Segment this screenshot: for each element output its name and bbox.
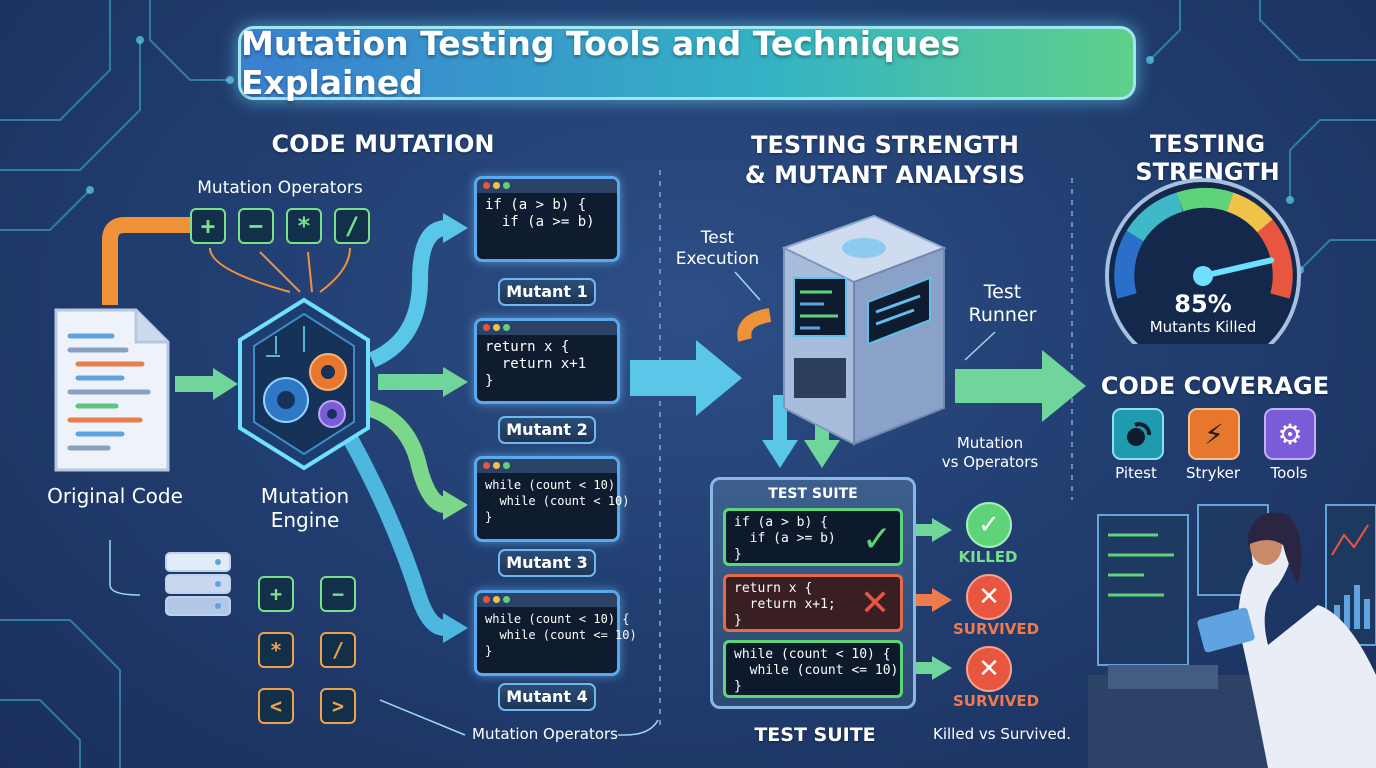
check-icon: ✓ — [861, 519, 892, 560]
grid-operator-minus: − — [320, 576, 356, 612]
strength-gauge — [1105, 178, 1301, 344]
mutation-vs-operators-label: Mutation vs Operators — [941, 434, 1039, 471]
heading-code-mutation: CODE MUTATION — [271, 130, 495, 158]
pitest-icon — [1112, 408, 1164, 460]
grid-operator-multiply: * — [258, 632, 294, 668]
test-case-3-code: while (count < 10) { while (count <= 10)… — [734, 647, 899, 694]
gauge-value: 85% — [1174, 290, 1232, 318]
tool-pitest-label: Pitest — [1115, 464, 1157, 482]
mutant-1-code: if (a > b) { if (a >= b) — [485, 197, 595, 230]
mutant-1-window: if (a > b) { if (a >= b) — [474, 176, 620, 262]
test-case-1-code: if (a > b) { if (a >= b) } — [734, 515, 836, 562]
cross-icon: ✕ — [859, 583, 890, 624]
test-runner-label: Test Runner — [968, 281, 1037, 326]
tool-tools-label: Tools — [1270, 464, 1308, 482]
gauge-needle — [1200, 257, 1275, 279]
operator-plus: + — [190, 208, 226, 244]
test-suite-panel: TEST SUITE if (a > b) { if (a >= b) } ✓ … — [710, 477, 916, 709]
operator-multiply: * — [286, 208, 322, 244]
page-title: Mutation Testing Tools and Techniques Ex… — [241, 24, 961, 102]
mutant-4-label: Mutant 4 — [498, 683, 596, 711]
killed-check-icon: ✓ — [966, 502, 1012, 548]
mutant-4-window: while (count < 10) { while (count <= 10)… — [474, 590, 637, 676]
heading-code-coverage: CODE COVERAGE — [1100, 372, 1330, 400]
bottom-operators-label: Mutation Operators — [472, 725, 618, 743]
lightning-icon: ⚡ — [1188, 408, 1240, 460]
heading-testing-strength: TESTING STRENGTH — [1135, 130, 1280, 186]
test-execution-label: Test Execution — [675, 228, 760, 269]
test-runner-server-icon — [781, 214, 947, 446]
survived-cross-icon-2: ✕ — [966, 646, 1012, 692]
test-case-3: while (count < 10) { while (count <= 10)… — [723, 640, 903, 698]
grid-operator-plus: + — [258, 576, 294, 612]
operator-minus: − — [238, 208, 274, 244]
mutant-3-window: while (count < 10) while (count < 10) } — [474, 456, 630, 542]
tool-stryker-label: Stryker — [1186, 464, 1240, 482]
survived-cross-icon: ✕ — [966, 574, 1012, 620]
result-1-label: KILLED — [958, 548, 1018, 566]
result-2-label: SURVIVED — [952, 620, 1040, 638]
mutant-4-code: while (count < 10) { while (count <= 10)… — [485, 612, 637, 658]
operator-row: + − * / — [190, 208, 370, 244]
title-banner: Mutation Testing Tools and Techniques Ex… — [238, 24, 1136, 102]
grid-operator-divide: / — [320, 632, 356, 668]
result-3-label: SURVIVED — [952, 692, 1040, 710]
original-code-label: Original Code — [47, 484, 183, 508]
developer-workstation-illustration — [1088, 504, 1376, 768]
mutant-2-label: Mutant 2 — [498, 416, 596, 444]
killed-vs-survived-label: Killed vs Survived. — [933, 725, 1071, 743]
test-suite-footer: TEST SUITE — [754, 724, 876, 746]
test-case-2: return x { return x+1; } ✕ — [723, 574, 903, 632]
operator-divide: / — [334, 208, 370, 244]
mutant-2-window: return x { return x+1 } — [474, 318, 620, 404]
mutation-operators-label: Mutation Operators — [197, 178, 363, 198]
heading-testing-analysis: TESTING STRENGTH & MUTANT ANALYSIS — [744, 131, 1026, 189]
mutation-engine-label: Mutation Engine — [260, 484, 350, 532]
mutant-2-code: return x { return x+1 } — [485, 339, 587, 389]
mutant-3-code: while (count < 10) while (count < 10) } — [485, 478, 630, 524]
test-case-2-code: return x { return x+1; } — [734, 581, 836, 628]
database-icon — [165, 552, 231, 616]
document-icon — [54, 308, 170, 472]
mutant-1-label: Mutant 1 — [498, 278, 596, 306]
gauge-caption: Mutants Killed — [1149, 318, 1257, 336]
operator-grid: + − * / < > — [258, 576, 356, 724]
test-suite-header: TEST SUITE — [768, 486, 858, 502]
grid-operator-less-than: < — [258, 688, 294, 724]
mutant-3-label: Mutant 3 — [498, 549, 596, 577]
gear-icon: ⚙ — [1264, 408, 1316, 460]
mutation-engine-icon — [238, 297, 370, 471]
grid-operator-greater-than: > — [320, 688, 356, 724]
test-case-1: if (a > b) { if (a >= b) } ✓ — [723, 508, 903, 566]
